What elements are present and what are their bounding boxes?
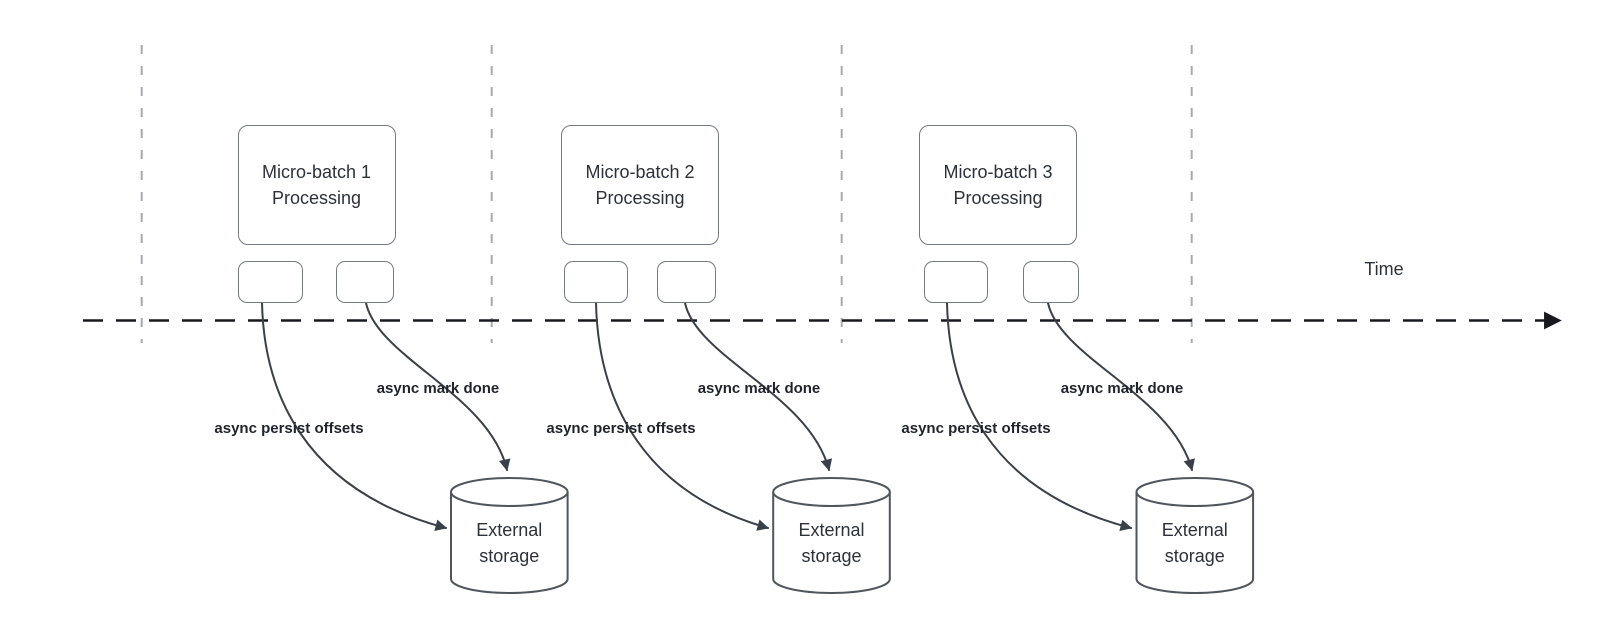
mark-done-arrow-2 (684, 302, 833, 472)
microbatch-2-processing-box: Micro-batch 2 Processing (561, 125, 719, 245)
external-storage-label-2: External storage (772, 517, 892, 569)
mark-done-arrow-3 (1047, 302, 1195, 472)
external-storage-line1: External (476, 520, 543, 540)
cylinder-body (450, 492, 569, 594)
mark-done-label-2: async mark done (697, 380, 821, 397)
storage-cylinder-3 (1135, 477, 1255, 594)
cylinder-top-ellipse (772, 477, 891, 507)
mark-done-task-box-2 (657, 261, 717, 303)
persist-task-box-3 (924, 261, 988, 303)
microbatch-box-label-line1: Micro-batch 2 (585, 162, 695, 182)
external-storage-line2: storage (479, 546, 540, 566)
mark-done-task-box-3 (1022, 261, 1080, 303)
persist-offsets-arrow-3 (946, 302, 1133, 531)
cylinder-body (1135, 492, 1255, 594)
microbatch-box-label-line1: Micro-batch 1 (261, 162, 372, 182)
microbatch-box-label-line1: Micro-batch 3 (943, 162, 1053, 182)
mark-done-label-1: async mark done (376, 380, 500, 397)
time-axis-label: Time (1364, 259, 1404, 279)
external-storage-line1: External (798, 520, 865, 540)
storage-cylinder-2 (772, 477, 891, 594)
persist-offsets-arrow-2 (595, 302, 770, 531)
cylinder-top-ellipse (450, 477, 569, 507)
mark-done-label-3: async mark done (1060, 380, 1184, 397)
persist-offsets-label-2: async persist offsets (546, 420, 696, 437)
cylinder-body (772, 492, 891, 594)
mark-done-task-box-1 (336, 261, 394, 303)
external-storage-label-1: External storage (449, 517, 569, 569)
microbatch-3-processing-box: Micro-batch 3 Processing (919, 125, 1077, 245)
persist-task-box-1 (237, 261, 303, 303)
persist-offsets-arrow-1 (261, 302, 448, 531)
microbatch-box-label-line2: Processing (595, 188, 685, 208)
persist-offsets-label-3: async persist offsets (901, 420, 1051, 437)
external-storage-label-3: External storage (1135, 517, 1255, 569)
external-storage-line2: storage (801, 546, 862, 566)
persist-task-box-2 (564, 261, 628, 303)
mark-done-arrow-1 (365, 302, 511, 472)
cylinder-top-ellipse (1135, 477, 1255, 507)
external-storage-line2: storage (1164, 546, 1225, 566)
persist-offsets-label-1: async persist offsets (214, 420, 364, 437)
external-storage-line1: External (1161, 520, 1228, 540)
microbatch-1-processing-box: Micro-batch 1 Processing (237, 125, 396, 245)
microbatch-box-label-line2: Processing (953, 188, 1043, 208)
microbatch-box-label-line2: Processing (271, 188, 362, 208)
storage-cylinder-1 (450, 477, 569, 594)
